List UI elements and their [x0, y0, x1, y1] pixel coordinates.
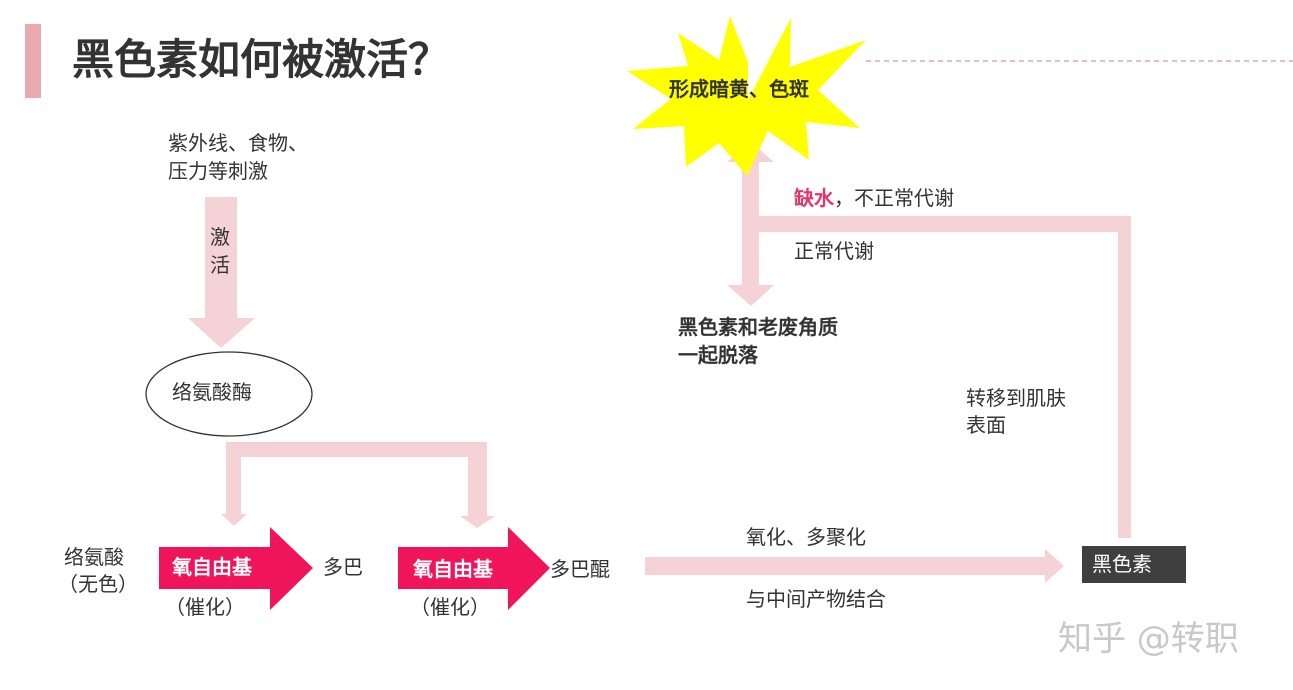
melanin-label: 黑色素	[1092, 552, 1152, 576]
activate-label-2: 活	[210, 253, 230, 277]
dopa-label: 多巴	[323, 555, 363, 579]
metabolism-double-arrow	[727, 142, 774, 306]
tyrosine-label: 络氨酸	[64, 545, 124, 569]
catalyst-2-label: 氧自由基	[413, 557, 493, 581]
dopaquinone-label: 多巴醌	[550, 557, 610, 581]
catalyst-1-label: 氧自由基	[172, 555, 252, 579]
transfer-line-2: 表面	[966, 413, 1006, 437]
activation-arrow	[188, 197, 255, 348]
enzyme-ellipse	[145, 351, 313, 437]
catalyst-1-note: （催化）	[165, 595, 245, 619]
abnormal-metabolism-label: 缺水，不正常代谢	[794, 184, 954, 212]
spots-label: 形成暗黄、色斑	[669, 77, 809, 101]
binding-label: 与中间产物结合	[746, 587, 886, 611]
title-accent-bar	[25, 24, 41, 98]
stimulus-line-1: 紫外线、食物、	[168, 131, 308, 155]
melanin-box: 黑色素	[1082, 546, 1186, 583]
catalyst-arrow-2	[398, 527, 550, 610]
shed-line-1: 黑色素和老废角质	[678, 315, 838, 339]
shed-line-2: 一起脱落	[678, 343, 758, 367]
oxidation-label: 氧化、多聚化	[746, 525, 866, 549]
catalyst-2-note: （催化）	[410, 595, 490, 619]
catalyst-arrow-1	[159, 527, 313, 610]
abnormal-rest: ，不正常代谢	[834, 186, 954, 210]
tyrosine-color-note: （无色）	[58, 572, 138, 596]
watermark: 知乎 @转职	[1058, 619, 1239, 659]
page-title: 黑色素如何被激活？	[72, 35, 451, 84]
process-arrow	[645, 549, 1064, 583]
activate-label-1: 激	[210, 225, 230, 249]
stimulus-line-2: 压力等刺激	[168, 159, 268, 183]
starburst-shape	[627, 16, 866, 176]
enzyme-connector	[221, 442, 495, 528]
transfer-line-1: 转移到肌肤	[966, 386, 1066, 410]
enzyme-label: 络氨酸酶	[172, 380, 252, 404]
normal-metabolism-label: 正常代谢	[794, 239, 874, 263]
dehydration-highlight: 缺水	[794, 186, 834, 210]
